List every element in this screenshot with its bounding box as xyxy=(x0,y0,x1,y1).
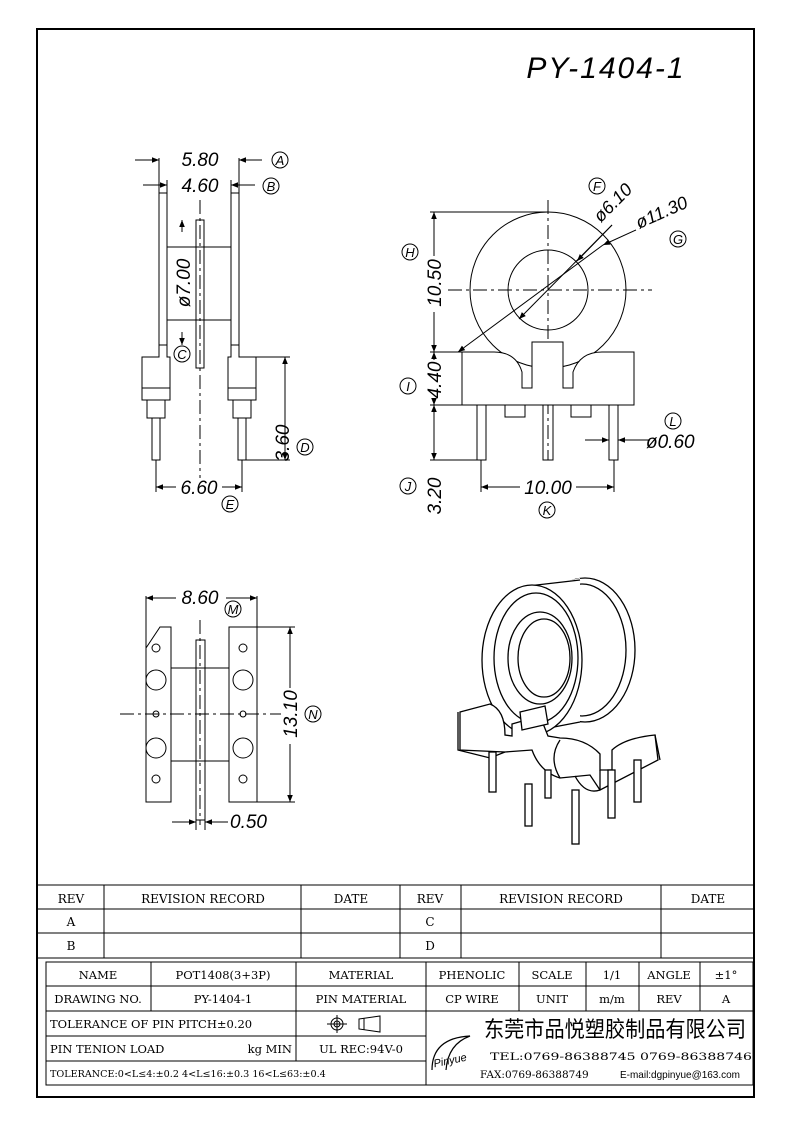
dim-g-value: ø11.30 xyxy=(633,192,691,233)
company-tel: TEL:0769-86388745 0769-86388746 xyxy=(490,1051,752,1063)
front-view xyxy=(399,177,687,519)
dim-e-value: 6.60 xyxy=(181,478,218,499)
name-value: POT1408(3+3P) xyxy=(175,968,270,982)
dim-m-value: 8.60 xyxy=(182,588,219,609)
drawing-no-label: DRAWING NO. xyxy=(54,992,141,1006)
dim-j-marker: J xyxy=(404,479,412,494)
company-email: E-mail:dgpinyue@163.com xyxy=(620,1069,740,1081)
dim-j-value: 3.20 xyxy=(425,477,446,514)
dim-i-marker: I xyxy=(406,379,410,394)
dim-p-value: 0.50 xyxy=(230,812,267,833)
dim-b-value: 4.60 xyxy=(182,176,219,197)
name-label: NAME xyxy=(79,968,118,982)
tolerance-pin-pitch: TOLERANCE OF PIN PITCH±0.20 xyxy=(50,1017,252,1031)
dim-f-marker: F xyxy=(593,179,602,194)
material-label: MATERIAL xyxy=(329,968,394,982)
rev-header-2: REV xyxy=(417,892,444,906)
tolerance-ranges: TOLERANCE:0<L≤4:±0.2 4<L≤16:±0.3 16<L≤63… xyxy=(50,1069,326,1080)
ul-rec: UL REC:94V-0 xyxy=(319,1042,403,1056)
rev-header-1: REV xyxy=(58,892,85,906)
dim-b-marker: B xyxy=(267,179,276,194)
dim-n-marker: N xyxy=(308,707,318,722)
dim-l-marker: L xyxy=(669,414,676,429)
dim-m-marker: M xyxy=(228,602,239,617)
dim-c-marker: C xyxy=(177,347,187,362)
dim-a-value: 5.80 xyxy=(182,150,219,171)
angle-value: ±1° xyxy=(715,968,738,982)
rev-row-c: C xyxy=(425,915,434,929)
angle-label: ANGLE xyxy=(646,968,691,982)
revision-table xyxy=(36,884,755,959)
dim-n-value: 13.10 xyxy=(281,690,302,738)
title-block xyxy=(45,961,754,1086)
pin-material-label: PIN MATERIAL xyxy=(316,992,407,1006)
material-value: PHENOLIC xyxy=(439,968,506,982)
isometric-view xyxy=(457,577,661,845)
side-view xyxy=(135,151,314,513)
pin-material-value: CP WIRE xyxy=(445,992,499,1006)
company-fax: FAX:0769-86388749 xyxy=(480,1069,589,1081)
dim-h-value: 10.50 xyxy=(425,259,446,307)
dim-d-marker: D xyxy=(300,440,309,455)
dim-i-value: 4.40 xyxy=(425,361,446,398)
dim-a-marker: A xyxy=(275,153,285,168)
pin-tension-label: PIN TENION LOAD xyxy=(50,1042,164,1056)
dim-k-marker: K xyxy=(543,503,553,518)
dim-k-value: 10.00 xyxy=(524,478,572,499)
dim-c-value: ø7.00 xyxy=(174,258,195,307)
rev-row-d: D xyxy=(425,939,435,953)
rev-value: A xyxy=(721,992,731,1006)
dim-e-marker: E xyxy=(226,497,235,512)
date-header-2: DATE xyxy=(691,892,725,906)
part-number-title: PY-1404-1 xyxy=(526,52,685,85)
revision-record-header-2: REVISION RECORD xyxy=(499,892,623,906)
scale-label: SCALE xyxy=(531,968,572,982)
company-name: 东莞市品悦塑胶制品有限公司 xyxy=(484,1018,746,1043)
scale-value: 1/1 xyxy=(603,968,622,982)
revision-record-header-1: REVISION RECORD xyxy=(141,892,265,906)
logo-text: Pinyue xyxy=(433,1052,468,1071)
dim-h-marker: H xyxy=(405,245,415,260)
dim-g-marker: G xyxy=(673,232,683,247)
rev-row-a: A xyxy=(66,915,76,929)
rev-label: REV xyxy=(656,992,682,1006)
drawing-border xyxy=(36,28,755,1098)
bottom-view xyxy=(120,595,322,830)
dim-l-value: ø0.60 xyxy=(646,432,695,453)
unit-value: m/m xyxy=(599,992,625,1006)
pin-tension-unit: kg MIN xyxy=(248,1042,292,1056)
rev-row-b: B xyxy=(67,939,76,953)
dim-d-value: 3.60 xyxy=(273,424,294,461)
unit-label: UNIT xyxy=(536,992,568,1006)
date-header-1: DATE xyxy=(334,892,368,906)
drawing-no-value: PY-1404-1 xyxy=(194,992,252,1006)
